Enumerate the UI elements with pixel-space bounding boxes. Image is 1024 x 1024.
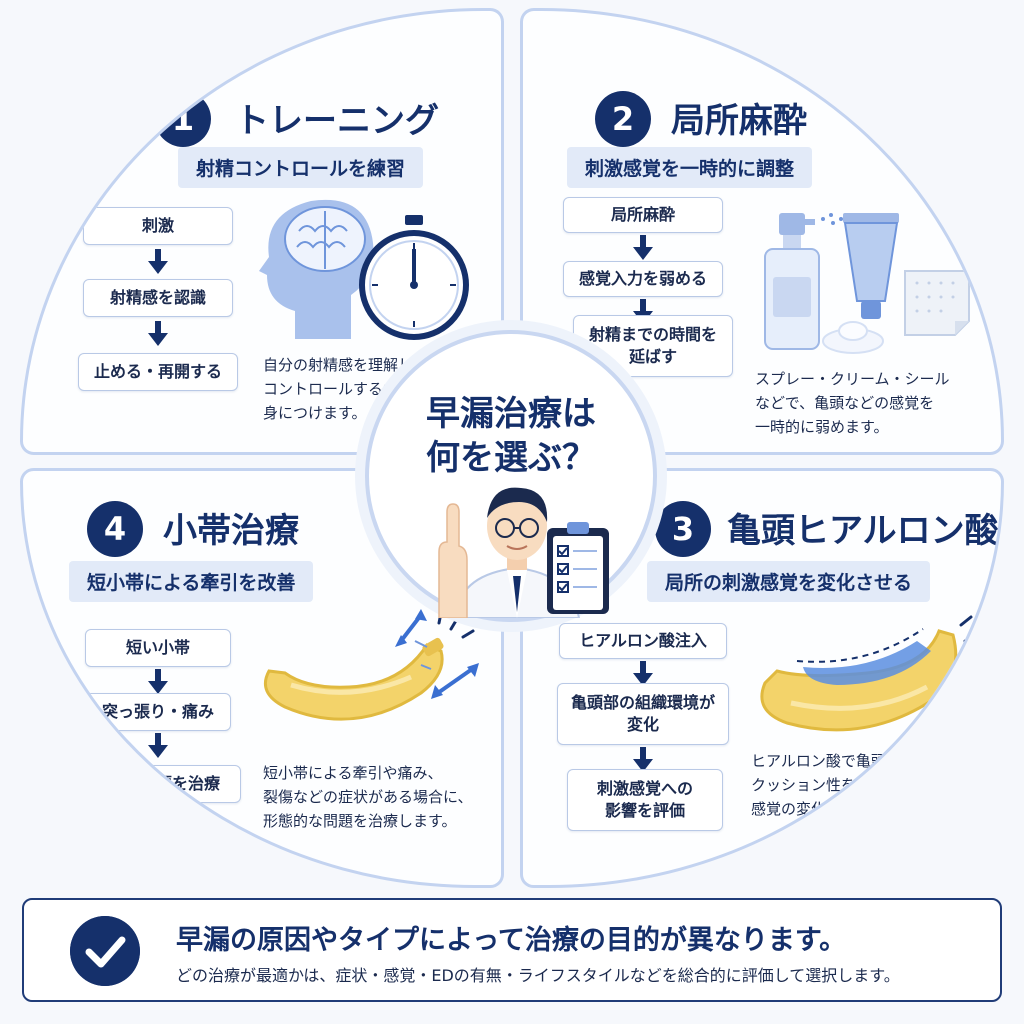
spray-bottle-icon (764, 213, 884, 354)
step-number-4: 4 (87, 501, 143, 557)
frenulum-step-1: 短い小帯 (85, 629, 231, 667)
summary-detail: どの治療が最適かは、症状・感覚・EDの有無・ライフスタイルなどを総合的に評価して… (176, 966, 900, 985)
hyaluronic-step-3: 刺激感覚への 影響を評価 (567, 769, 723, 831)
hyaluronic-step-1: ヒアルロン酸注入 (559, 623, 727, 659)
training-step-3: 止める・再開する (78, 353, 238, 391)
frenulum-title: 小帯治療 (163, 511, 299, 551)
center-question: 早漏治療は 何を選ぶ？ (426, 394, 596, 479)
anesthesia-step-1: 局所麻酔 (563, 197, 723, 233)
quadrant-hyaluronic-acid: 3 亀頭ヒアルロン酸 局所の刺激感覚を変化させる ヒアルロン酸注入 亀頭部の組織… (520, 468, 1004, 888)
stopwatch-icon (359, 215, 469, 340)
flow-arrow-icon (148, 321, 168, 346)
hyaluronic-title: 亀頭ヒアルロン酸 (727, 511, 999, 551)
brain-head-icon (259, 199, 374, 339)
summary-panel: 早漏の原因やタイプによって治療の目的が異なります。 どの治療が最適かは、症状・感… (22, 898, 1002, 1002)
step-number-1: 1 (155, 91, 211, 147)
training-step-1: 刺激 (83, 207, 233, 245)
banana-icon (264, 611, 475, 721)
hyaluronic-step-2: 亀頭部の組織環境が 変化 (557, 683, 729, 745)
center-question-circle: 早漏治療は 何を選ぶ？ (365, 330, 657, 622)
anesthesia-subtitle: 刺激感覚を一時的に調整 (567, 147, 813, 188)
double-arrow-icon (395, 609, 427, 647)
flow-arrow-icon (148, 249, 168, 274)
training-step-2: 射精感を認識 (83, 279, 233, 317)
step-number-3: 3 (655, 501, 711, 557)
hyaluronic-subtitle: 局所の刺激感覚を変化させる (647, 561, 931, 602)
frenulum-subtitle: 短小帯による牽引を改善 (69, 561, 314, 602)
flow-arrow-icon (633, 661, 653, 686)
training-title: トレーニング (235, 101, 439, 141)
quadrant-training: 1 トレーニング 射精コントロールを練習 刺激 射精感を認識 止める・再開する … (20, 8, 504, 455)
hyaluronic-description: ヒアルロン酸で亀頭部の クッション性を高め、刺激 感覚の変化を期待します。 (751, 752, 932, 818)
banana-icon (760, 615, 979, 732)
training-subtitle: 射精コントロールを練習 (178, 147, 424, 188)
check-icon (70, 916, 140, 986)
flow-arrow-icon (633, 747, 653, 772)
frenulum-step-3: 形態的問題を治療 (71, 765, 241, 803)
flow-arrow-icon (148, 733, 168, 758)
frenulum-description: 短小帯による牽引や痛み、 裂傷などの症状がある場合に、 形態的な問題を治療します… (263, 764, 473, 830)
clipboard-icon (547, 522, 609, 614)
anesthesia-title: 局所麻酔 (671, 101, 807, 141)
cream-tube-icon (843, 213, 899, 319)
frenulum-step-2: 突っ張り・痛み (85, 693, 231, 731)
summary-headline: 早漏の原因やタイプによって治療の目的が異なります。 (176, 925, 847, 956)
training-description: 自分の射精感を理解し コントロールする力を 身につけます。 (263, 356, 414, 422)
step-number-2: 2 (595, 91, 651, 147)
patch-icon (904, 270, 970, 336)
flow-arrow-icon (633, 235, 653, 260)
double-arrow-icon (431, 663, 479, 699)
flow-arrow-icon (148, 669, 168, 694)
anesthesia-step-2: 感覚入力を弱める (563, 261, 723, 297)
anesthesia-description: スプレー・クリーム・シール などで、亀頭などの感覚を 一時的に弱めます。 (755, 370, 950, 436)
